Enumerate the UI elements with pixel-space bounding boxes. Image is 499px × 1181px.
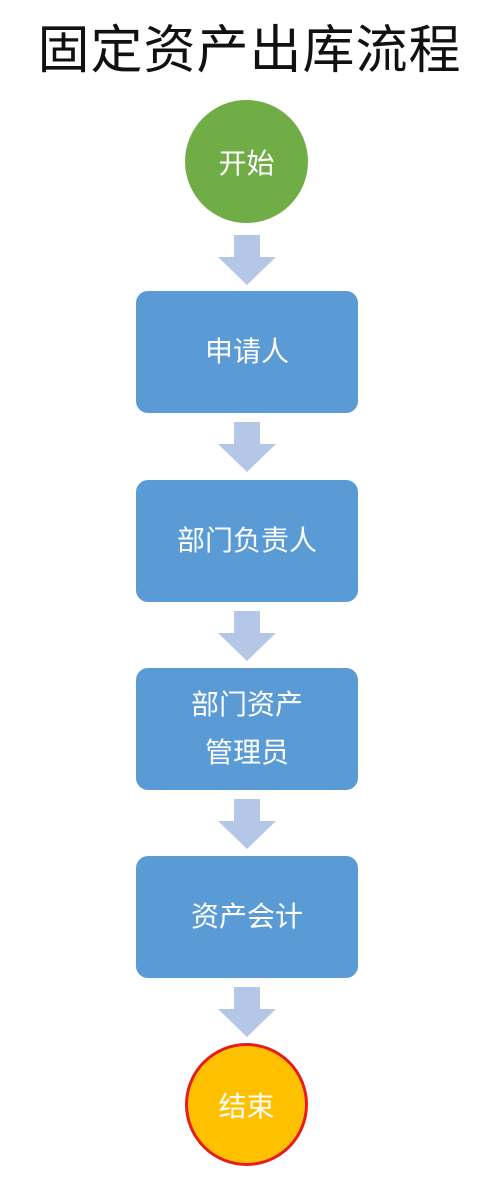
- step-department-head: 部门负责人: [136, 480, 358, 602]
- start-node: 开始: [185, 100, 308, 223]
- end-label: 结束: [218, 1089, 275, 1123]
- start-label: 开始: [218, 146, 275, 180]
- flow-arrow-3: [218, 611, 276, 661]
- step-asset-manager-line-2: 管理员: [204, 736, 289, 769]
- step-asset-accountant-label: 资产会计: [190, 900, 303, 933]
- step-asset-manager: 部门资产 管理员: [136, 668, 358, 790]
- step-applicant: 申请人: [136, 291, 358, 413]
- flow-arrow-5: [218, 987, 276, 1037]
- step-department-head-label: 部门负责人: [176, 524, 317, 557]
- flow-arrow-1: [218, 235, 276, 285]
- flow-arrow-2: [218, 422, 276, 472]
- step-asset-manager-line-1: 部门资产: [190, 688, 303, 721]
- step-applicant-label: 申请人: [204, 335, 289, 368]
- flow-arrow-4: [218, 799, 276, 849]
- step-asset-accountant: 资产会计: [136, 856, 358, 978]
- end-node: 结束: [185, 1043, 308, 1166]
- diagram-title: 固定资产出库流程: [37, 21, 462, 81]
